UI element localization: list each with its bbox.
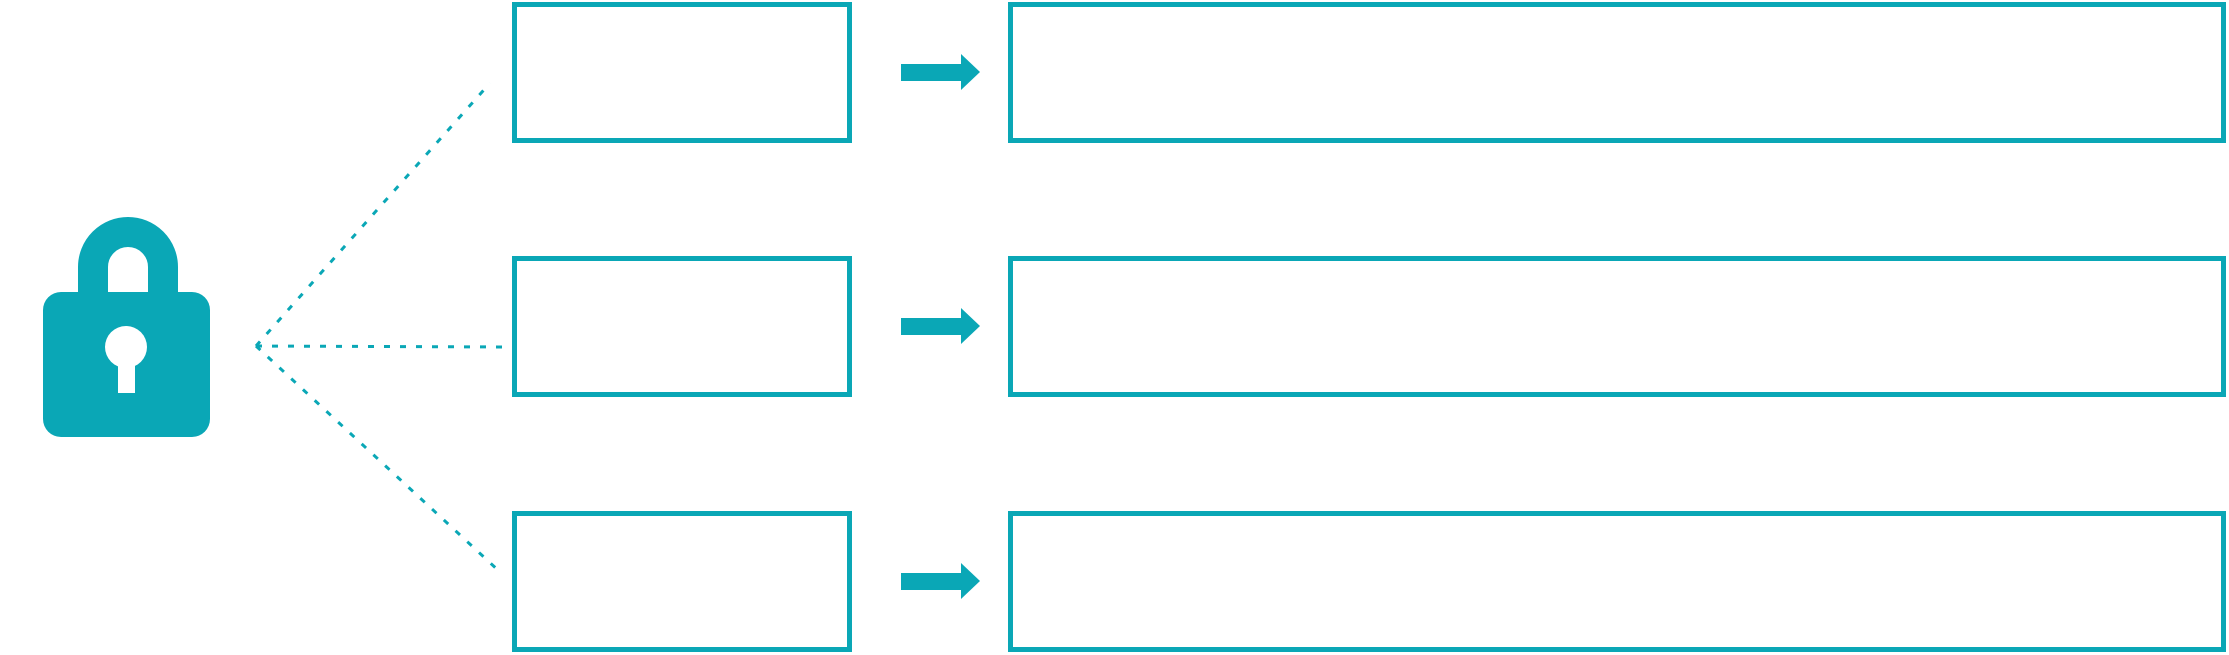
diagram-row <box>0 511 2229 652</box>
arrow-body <box>901 573 961 590</box>
result-box <box>1008 2 2226 143</box>
arrow-body <box>901 64 961 81</box>
result-box <box>1008 256 2226 397</box>
source-box <box>512 256 852 397</box>
arrow-head <box>961 563 980 599</box>
arrow-head <box>961 54 980 90</box>
arrow-body <box>901 318 961 335</box>
source-box <box>512 2 852 143</box>
diagram-row <box>0 2 2229 143</box>
arrow-right-icon <box>901 54 980 91</box>
arrow-right-icon <box>901 563 980 600</box>
arrow-head <box>961 308 980 344</box>
diagram-row <box>0 256 2229 397</box>
source-box <box>512 511 852 652</box>
arrow-right-icon <box>901 308 980 345</box>
result-box <box>1008 511 2226 652</box>
